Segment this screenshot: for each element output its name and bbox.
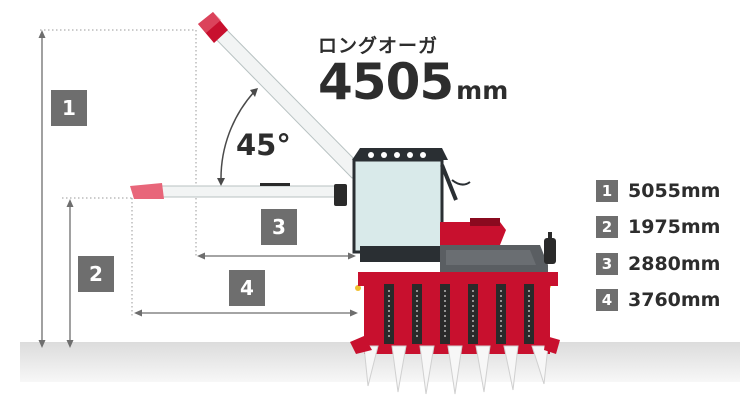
marker-4-badge: 4 xyxy=(229,270,265,306)
legend-value: 3760mm xyxy=(628,289,721,311)
combine-body xyxy=(350,148,560,395)
legend-badge: 4 xyxy=(596,289,618,311)
dotted-guides xyxy=(40,29,197,318)
legend-row: 3 2880mm xyxy=(596,253,736,275)
dimension-3-arrow xyxy=(197,252,356,260)
auger-length-unit: mm xyxy=(456,76,509,105)
legend-row: 1 5055mm xyxy=(596,180,736,202)
dimension-4-arrow xyxy=(134,309,358,317)
marker-3-badge: 3 xyxy=(261,209,297,245)
legend-row: 2 1975mm xyxy=(596,216,736,238)
dimension-1-arrow xyxy=(38,30,46,348)
auger-length-number: 4505 xyxy=(318,53,454,111)
auger-name: ロングオーガ xyxy=(318,35,439,57)
legend-badge: 1 xyxy=(596,180,618,202)
angle-arc xyxy=(217,88,258,186)
dimension-2-arrow xyxy=(66,199,74,348)
marker-1-badge: 1 xyxy=(51,90,87,126)
marker-2-badge: 2 xyxy=(78,256,114,292)
legend-value: 5055mm xyxy=(628,180,721,202)
horizontal-auger xyxy=(130,183,347,206)
legend-row: 4 3760mm xyxy=(596,289,736,311)
legend-badge: 2 xyxy=(596,216,618,238)
legend-value: 1975mm xyxy=(628,216,721,238)
legend-value: 2880mm xyxy=(628,253,721,275)
legend-badge: 3 xyxy=(596,253,618,275)
angle-label: 45° xyxy=(236,128,291,162)
